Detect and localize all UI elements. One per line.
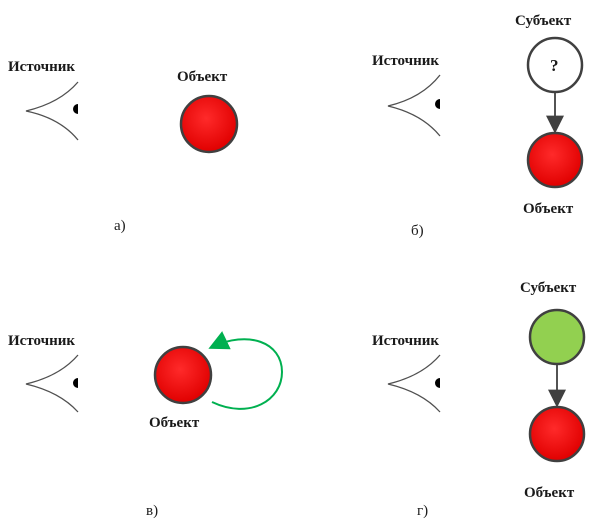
object-circle xyxy=(153,345,213,405)
eye-icon xyxy=(25,354,79,413)
panel-v: Источник Объект в) xyxy=(8,331,284,519)
source-label: Источник xyxy=(8,59,75,75)
eye-icon xyxy=(387,74,441,137)
object-label: Объект xyxy=(524,485,575,501)
object-circle xyxy=(179,94,239,154)
self-loop-arrow xyxy=(208,331,284,410)
question-mark: ? xyxy=(550,56,559,75)
subject-label: Субъект xyxy=(515,13,572,29)
caption-g: г) xyxy=(417,503,428,519)
object-circle xyxy=(526,131,584,189)
panel-g: Источник Субъект Объект г) xyxy=(372,280,586,519)
panel-b: Источник Субъект ? Объект б) xyxy=(372,13,584,239)
caption-b: б) xyxy=(411,223,424,239)
subject-circle-unknown xyxy=(526,36,584,94)
object-circle xyxy=(528,405,586,463)
source-label: Источник xyxy=(8,333,75,349)
caption-a: а) xyxy=(114,218,126,234)
caption-v: в) xyxy=(146,503,158,519)
subject-label: Субъект xyxy=(520,280,577,296)
object-label: Объект xyxy=(523,201,574,217)
object-label: Объект xyxy=(149,415,200,431)
subject-circle-known xyxy=(528,308,586,366)
eye-icon xyxy=(387,354,441,413)
panel-a: Источник Объект а) xyxy=(8,59,239,234)
object-label: Объект xyxy=(177,69,228,85)
eye-icon xyxy=(25,81,79,141)
source-label: Источник xyxy=(372,333,439,349)
source-label: Источник xyxy=(372,53,439,69)
